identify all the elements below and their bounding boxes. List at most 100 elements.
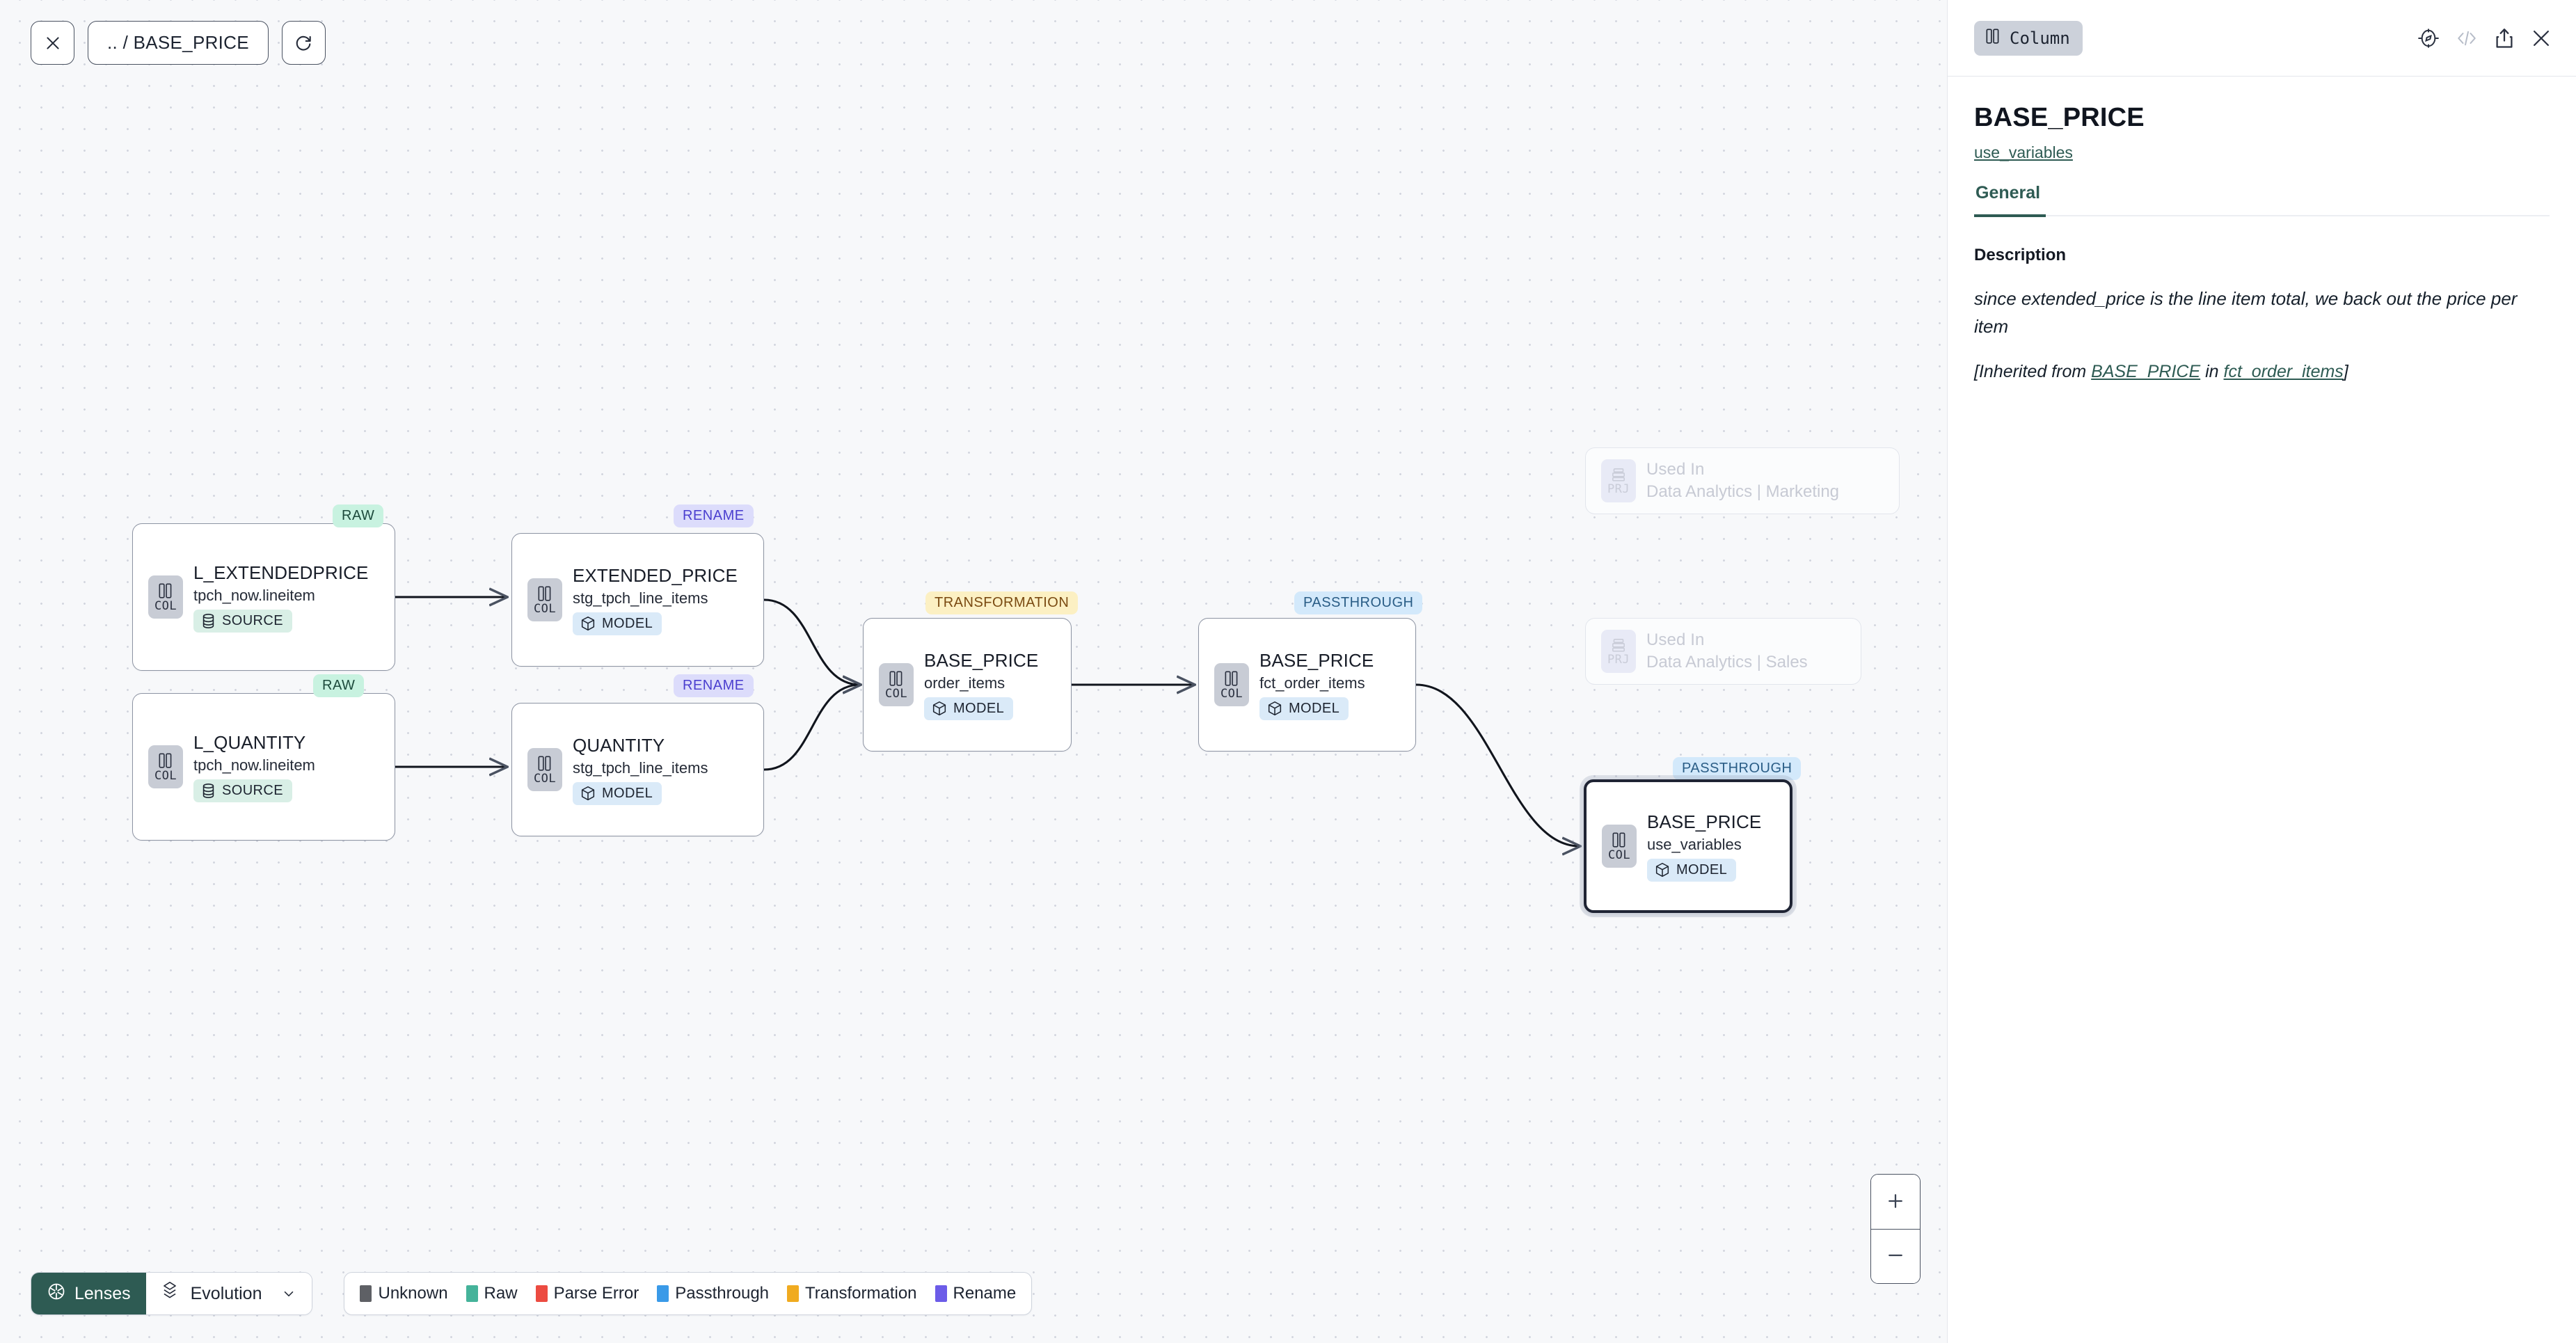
node-kind-label: COL [534, 602, 556, 616]
edge-extended-price-to-order-items [763, 598, 860, 685]
inherited-mid: in [2200, 361, 2224, 381]
used-in-target: Data Analytics | Marketing [1646, 482, 1840, 501]
legend-label: Transformation [805, 1284, 917, 1303]
close-panel-icon[interactable] [2530, 27, 2552, 49]
lens-group: Lenses Evolution [31, 1272, 313, 1315]
legend-item-raw[interactable]: Raw [466, 1284, 518, 1303]
legend-swatch [360, 1285, 372, 1302]
page-title: BASE_PRICE [1974, 103, 2145, 132]
node-tag-model: MODEL [573, 781, 662, 805]
evolution-button[interactable]: Evolution [145, 1273, 312, 1314]
inherited-model-link[interactable]: fct_order_items [2223, 361, 2344, 381]
zoom-out-button[interactable] [1871, 1229, 1920, 1283]
node-kind-label: PRJ [1607, 482, 1630, 496]
legend-item-unknown[interactable]: Unknown [360, 1284, 448, 1303]
node-badge-l_quantity: RAW [313, 674, 365, 697]
refresh-button[interactable] [281, 21, 326, 65]
description-label: Description [1974, 246, 2067, 264]
close-icon [44, 34, 62, 52]
node-tag-label: MODEL [602, 615, 653, 631]
zoom-in-button[interactable] [1871, 1175, 1920, 1229]
graph-node-used-in-marketing[interactable]: PRJ Used In Data Analytics | Marketing [1585, 447, 1900, 514]
used-in-label: Used In [1646, 460, 1705, 479]
breadcrumb[interactable]: .. / BASE_PRICE [88, 21, 269, 65]
column-icon: COL [1602, 825, 1637, 868]
node-body: Used In Data Analytics | Marketing [1646, 460, 1839, 502]
node-subtitle: order_items [924, 674, 1005, 692]
legend-swatch [657, 1285, 669, 1302]
tab-general[interactable]: General [1974, 183, 2046, 217]
node-badge-extended_price: RENAME [674, 504, 754, 527]
entity-type-label: Column [2010, 28, 2070, 48]
minus-icon [1885, 1245, 1906, 1268]
node-subtitle: fct_order_items [1259, 674, 1365, 692]
legend-swatch [466, 1285, 478, 1302]
legend-label: Unknown [378, 1284, 448, 1303]
column-icon: COL [1214, 663, 1249, 706]
panel-title-block: BASE_PRICE use_variables [1948, 77, 2576, 162]
description-text: since extended_price is the line item to… [1974, 288, 2518, 337]
node-tag-model: MODEL [924, 697, 1014, 720]
compass-icon[interactable] [2417, 27, 2440, 49]
evolution-label: Evolution [190, 1283, 262, 1303]
column-icon [1985, 27, 2001, 49]
legend-item-transformation[interactable]: Transformation [787, 1284, 917, 1303]
inherited-suffix: ] [2343, 361, 2348, 381]
parent-model-link[interactable]: use_variables [1974, 143, 2073, 161]
legend-item-rename[interactable]: Rename [935, 1284, 1016, 1303]
layers-icon [160, 1281, 180, 1307]
legend-item-passthrough[interactable]: Passthrough [657, 1284, 769, 1303]
column-icon: COL [148, 575, 183, 619]
node-subtitle: stg_tpch_line_items [573, 589, 708, 607]
node-title: BASE_PRICE [1647, 811, 1762, 832]
node-kind-label: COL [154, 769, 177, 783]
chevron-down-icon [281, 1286, 296, 1301]
node-tag-source: SOURCE [193, 779, 292, 802]
lenses-button[interactable]: Lenses [31, 1273, 146, 1314]
node-kind-label: PRJ [1607, 653, 1630, 667]
node-badge-fct_order_items: PASSTHROUGH [1294, 591, 1423, 614]
node-title: L_EXTENDEDPRICE [193, 562, 369, 583]
node-tag-model: MODEL [573, 612, 662, 635]
cube-icon [1267, 701, 1282, 717]
legend-item-parse-error[interactable]: Parse Error [535, 1284, 639, 1303]
database-icon [201, 783, 216, 799]
node-title: BASE_PRICE [924, 649, 1039, 671]
column-icon: COL [527, 748, 562, 791]
node-kind-label: COL [1221, 687, 1243, 701]
node-kind-label: COL [885, 687, 907, 701]
entity-type-chip[interactable]: Column [1974, 20, 2083, 56]
node-badge-l_extendedprice: RAW [333, 504, 384, 527]
inherited-prefix: [Inherited from [1974, 361, 2092, 381]
inherited-column-link[interactable]: BASE_PRICE [2091, 361, 2201, 381]
node-tag-label: SOURCE [222, 782, 283, 798]
share-icon[interactable] [2494, 27, 2515, 49]
close-lineage-button[interactable] [31, 21, 74, 65]
code-icon[interactable] [2455, 28, 2479, 49]
description-section: Description since extended_price is the … [1948, 216, 2576, 385]
node-subtitle: use_variables [1647, 835, 1742, 853]
lenses-label: Lenses [74, 1283, 131, 1303]
node-subtitle: tpch_now.lineitem [193, 586, 315, 604]
panel-header: Column [1948, 0, 2576, 77]
node-subtitle: tpch_now.lineitem [193, 756, 315, 774]
node-tag-label: MODEL [1289, 700, 1340, 716]
cube-icon [1655, 862, 1670, 878]
database-icon [201, 613, 216, 629]
zoom-controls [1870, 1174, 1921, 1284]
